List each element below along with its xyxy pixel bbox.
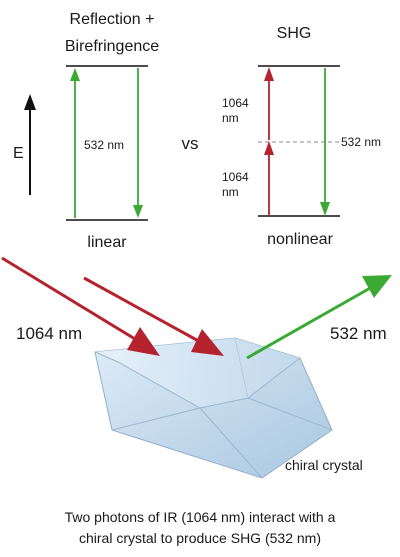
outgoing-beam-arrowhead — [362, 275, 392, 298]
incoming-beam-2-arrowhead — [191, 329, 224, 356]
lower-photon-label-line2: nm — [222, 185, 239, 199]
upper-photon-arrowhead — [264, 67, 274, 81]
crystal-output-label: 532 nm — [330, 324, 387, 343]
incoming-beam-1 — [1, 256, 141, 344]
left-absorption-arrowhead — [70, 68, 80, 81]
crystal-edge-right — [247, 397, 333, 431]
crystal-edge-left — [111, 407, 201, 431]
energy-axis-label: E — [13, 145, 24, 162]
shg-emission-arrowhead — [320, 202, 330, 216]
caption-line1: Two photons of IR (1064 nm) interact wit… — [65, 509, 336, 525]
left-title-line1: Reflection + — [70, 11, 155, 28]
left-title-line2: Birefringence — [65, 38, 159, 55]
shg-output-label: 532 nm — [341, 135, 381, 149]
outgoing-beam — [246, 285, 373, 360]
right-title: SHG — [277, 25, 312, 42]
lower-photon-label-line1: 1064 — [222, 170, 249, 184]
left-emission-arrowhead — [133, 205, 143, 218]
crystal-input-label: 1064 nm — [16, 324, 82, 343]
energy-axis-arrowhead — [24, 94, 36, 110]
crystal-edge-inner — [234, 337, 249, 399]
incoming-beam-1-arrowhead — [127, 327, 160, 356]
crystal-edge-front — [199, 407, 263, 479]
left-bottom-label: linear — [87, 234, 127, 251]
left-wavelength-label: 532 nm — [84, 138, 124, 152]
incoming-beam-2 — [83, 276, 205, 346]
lower-photon-arrowhead — [264, 141, 274, 155]
upper-photon-label-line2: nm — [222, 111, 239, 125]
upper-photon-label-line1: 1064 — [222, 96, 249, 110]
crystal-label: chiral crystal — [285, 457, 363, 473]
versus-label: vs — [182, 134, 199, 153]
caption-line2: chiral crystal to produce SHG (532 nm) — [79, 530, 321, 546]
right-bottom-label: nonlinear — [267, 231, 334, 248]
